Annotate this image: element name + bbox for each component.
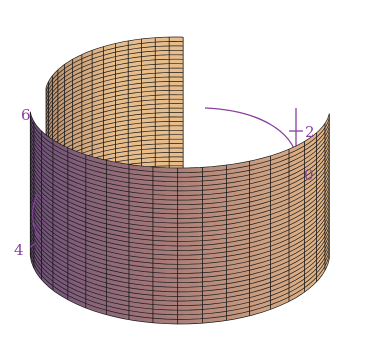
mesh-horizontal-line: [45, 72, 184, 121]
tick-label-4: 4: [14, 241, 24, 259]
mesh-horizontal-line: [45, 49, 184, 100]
mesh-horizontal-line: [29, 209, 330, 274]
tick-label-6: 6: [21, 106, 31, 124]
mesh-horizontal-line: [29, 175, 330, 238]
mesh-horizontal-line: [29, 222, 330, 288]
mesh-horizontal-line: [29, 243, 330, 311]
mesh-horizontal-line: [29, 201, 330, 265]
mesh-horizontal-line: [45, 41, 184, 92]
mesh-horizontal-line: [29, 137, 330, 196]
mesh-horizontal-line: [45, 94, 184, 141]
mesh-horizontal-line: [45, 67, 184, 117]
mesh-horizontal-line: [29, 145, 330, 206]
mesh-horizontal-line: [29, 256, 330, 325]
mesh-horizontal-line: [29, 150, 330, 210]
mesh-horizontal-line: [29, 213, 330, 279]
mesh-horizontal-line: [45, 54, 184, 104]
mesh-horizontal-line: [45, 58, 184, 109]
surface-front-face: [29, 111, 330, 325]
mesh-horizontal-line: [29, 167, 330, 228]
mesh-horizontal-line: [45, 36, 184, 88]
mesh-horizontal-line: [29, 184, 330, 247]
mesh-horizontal-line: [29, 162, 330, 224]
mesh-horizontal-line: [45, 103, 184, 149]
mesh-horizontal-line: [29, 226, 330, 293]
mesh-horizontal-line: [29, 128, 330, 187]
mesh-horizontal-line: [29, 196, 330, 261]
mesh-horizontal-line: [29, 235, 330, 302]
mesh-horizontal-line: [45, 85, 184, 133]
mesh-horizontal-line: [29, 124, 330, 183]
mesh-horizontal-line: [45, 107, 184, 153]
mesh-horizontal-line: [45, 89, 184, 137]
mesh-horizontal-line: [29, 205, 330, 270]
mesh-horizontal-line: [45, 81, 184, 129]
tick-label-2: 2: [305, 123, 315, 141]
mesh-horizontal-line: [29, 192, 330, 256]
mesh-horizontal-line: [29, 111, 330, 169]
mesh-horizontal-line: [29, 158, 330, 219]
mesh-horizontal-line: [29, 188, 330, 251]
mesh-horizontal-line: [29, 218, 330, 284]
mesh-horizontal-line: [45, 63, 184, 113]
mesh-horizontal-line: [29, 154, 330, 215]
tick-label-0: 0: [304, 166, 314, 184]
mesh-horizontal-line: [45, 45, 184, 96]
mesh-horizontal-line: [29, 230, 330, 297]
mesh-horizontal-line: [29, 141, 330, 201]
mesh-horizontal-line: [45, 98, 184, 145]
mesh-horizontal-line: [29, 133, 330, 192]
mesh-horizontal-line: [29, 247, 330, 316]
mesh-horizontal-line: [29, 171, 330, 233]
axis-left-arc: [29, 194, 41, 248]
mesh-horizontal-line: [29, 120, 330, 178]
mesh-horizontal-line: [29, 252, 330, 320]
mesh-horizontal-line: [29, 115, 330, 173]
mesh-horizontal-line: [29, 179, 330, 242]
mesh-horizontal-line: [29, 239, 330, 306]
mesh-horizontal-line: [45, 76, 184, 125]
